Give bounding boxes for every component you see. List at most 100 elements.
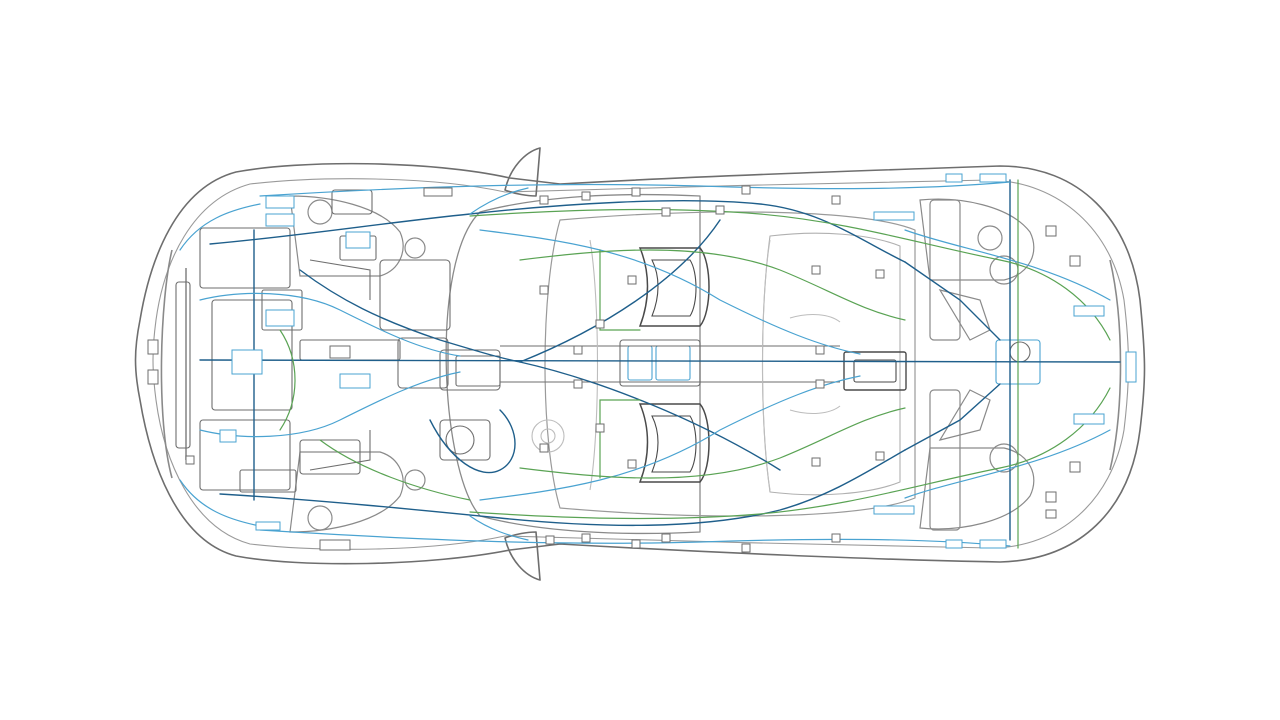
connector — [875, 451, 885, 461]
center-console — [619, 339, 701, 387]
driver-seat — [638, 247, 710, 327]
connector — [811, 457, 821, 467]
connector — [1069, 461, 1081, 473]
light-wire-left-mirror — [469, 187, 529, 215]
console-module-b — [655, 345, 691, 381]
dark-wire-cabin-diagonal-up — [519, 219, 721, 363]
connector — [265, 309, 295, 327]
light-wire-bottom-edge — [259, 529, 1011, 547]
rear-differential-inner — [853, 359, 897, 383]
light-wire-front-bundle-low — [199, 371, 461, 438]
mirror-right — [504, 531, 541, 581]
rear-axle-bracket-bottom — [938, 389, 991, 441]
front-wishbone-right — [309, 430, 371, 471]
rear-differential — [843, 351, 907, 391]
connector — [627, 275, 637, 285]
light-wire-front-fender-low — [179, 479, 261, 527]
front-bumper — [160, 249, 173, 479]
green-wire-cabin-upper — [519, 249, 906, 321]
connector — [1125, 351, 1137, 383]
connectors — [147, 173, 1137, 553]
connector — [873, 211, 915, 221]
connector — [573, 345, 583, 355]
dark-wire-steering-loop — [429, 409, 516, 474]
main-trunk-wire — [199, 359, 1121, 363]
front-right-hub — [404, 469, 426, 491]
connector — [945, 539, 963, 549]
light-wire-cabin-upper — [479, 229, 861, 355]
green-wire-lower — [469, 467, 1001, 520]
connector — [741, 185, 751, 195]
green-wire-cabin-lower — [519, 407, 906, 479]
connector — [1045, 509, 1057, 519]
connector — [265, 213, 295, 227]
connector — [185, 455, 195, 465]
connector — [255, 521, 281, 531]
connector — [661, 207, 671, 217]
connector — [945, 173, 963, 183]
mirror-left — [504, 147, 541, 197]
dark-wire-rear-branch — [904, 261, 1001, 341]
connector — [345, 231, 371, 249]
windshield — [445, 193, 701, 535]
connector — [573, 379, 583, 389]
connector — [231, 349, 263, 375]
connector — [631, 539, 641, 549]
transmission-housing — [397, 337, 449, 389]
rear-bumper — [1109, 259, 1122, 471]
connector — [873, 505, 915, 515]
connector — [339, 373, 371, 389]
front-module-right — [199, 419, 291, 491]
connector — [147, 339, 159, 355]
rear-bench-shape-bottom — [789, 405, 841, 415]
connector — [627, 459, 637, 469]
light-wire-right-mirror — [469, 515, 529, 541]
engine-bay-components — [175, 189, 501, 493]
connector — [661, 533, 671, 543]
connector — [979, 539, 1007, 549]
light-wire-top-edge — [259, 181, 1011, 197]
harness-dark-blue — [199, 179, 1121, 541]
connector — [539, 195, 549, 205]
connector — [595, 319, 605, 329]
connector — [219, 429, 237, 443]
connector — [539, 285, 549, 295]
cabin-roof — [544, 211, 916, 517]
front-module-left — [199, 227, 291, 289]
rear-pump — [1009, 341, 1031, 363]
fuse-box — [261, 289, 303, 331]
rear-bench-shape-top — [789, 313, 841, 323]
connector — [265, 195, 295, 209]
body-outer-outline — [134, 162, 1146, 565]
firewall-module — [455, 355, 501, 387]
connector — [1073, 413, 1105, 425]
connector — [1045, 491, 1057, 503]
connector — [741, 543, 751, 553]
green-wire-front-loop — [279, 329, 296, 431]
green-wire-upper — [469, 208, 1001, 261]
dark-wire-rear-branch-low — [904, 383, 1001, 451]
connector — [1045, 225, 1057, 237]
connector — [715, 205, 725, 215]
front-left-wheel-arch — [289, 195, 404, 277]
light-wire-rear-lower — [904, 429, 1111, 499]
connector — [147, 369, 159, 385]
connector — [979, 173, 1007, 183]
harness-light-blue — [179, 181, 1111, 547]
connector — [811, 265, 821, 275]
connector — [319, 539, 351, 551]
connector — [815, 379, 825, 389]
light-wire-rear-upper — [904, 229, 1111, 301]
green-wire-seat-passenger — [599, 399, 641, 479]
green-wire-front-diagonal — [319, 439, 471, 501]
car-body — [134, 147, 1146, 581]
console-module-a — [627, 345, 653, 381]
driver-seat-inner — [651, 259, 697, 317]
green-wire-rear-loop-top — [999, 259, 1111, 341]
pedal-box — [439, 419, 491, 461]
connector — [329, 345, 351, 359]
speaker-front-right-inner — [540, 428, 556, 444]
rear-right-subframe — [929, 389, 961, 531]
connector — [581, 533, 591, 543]
